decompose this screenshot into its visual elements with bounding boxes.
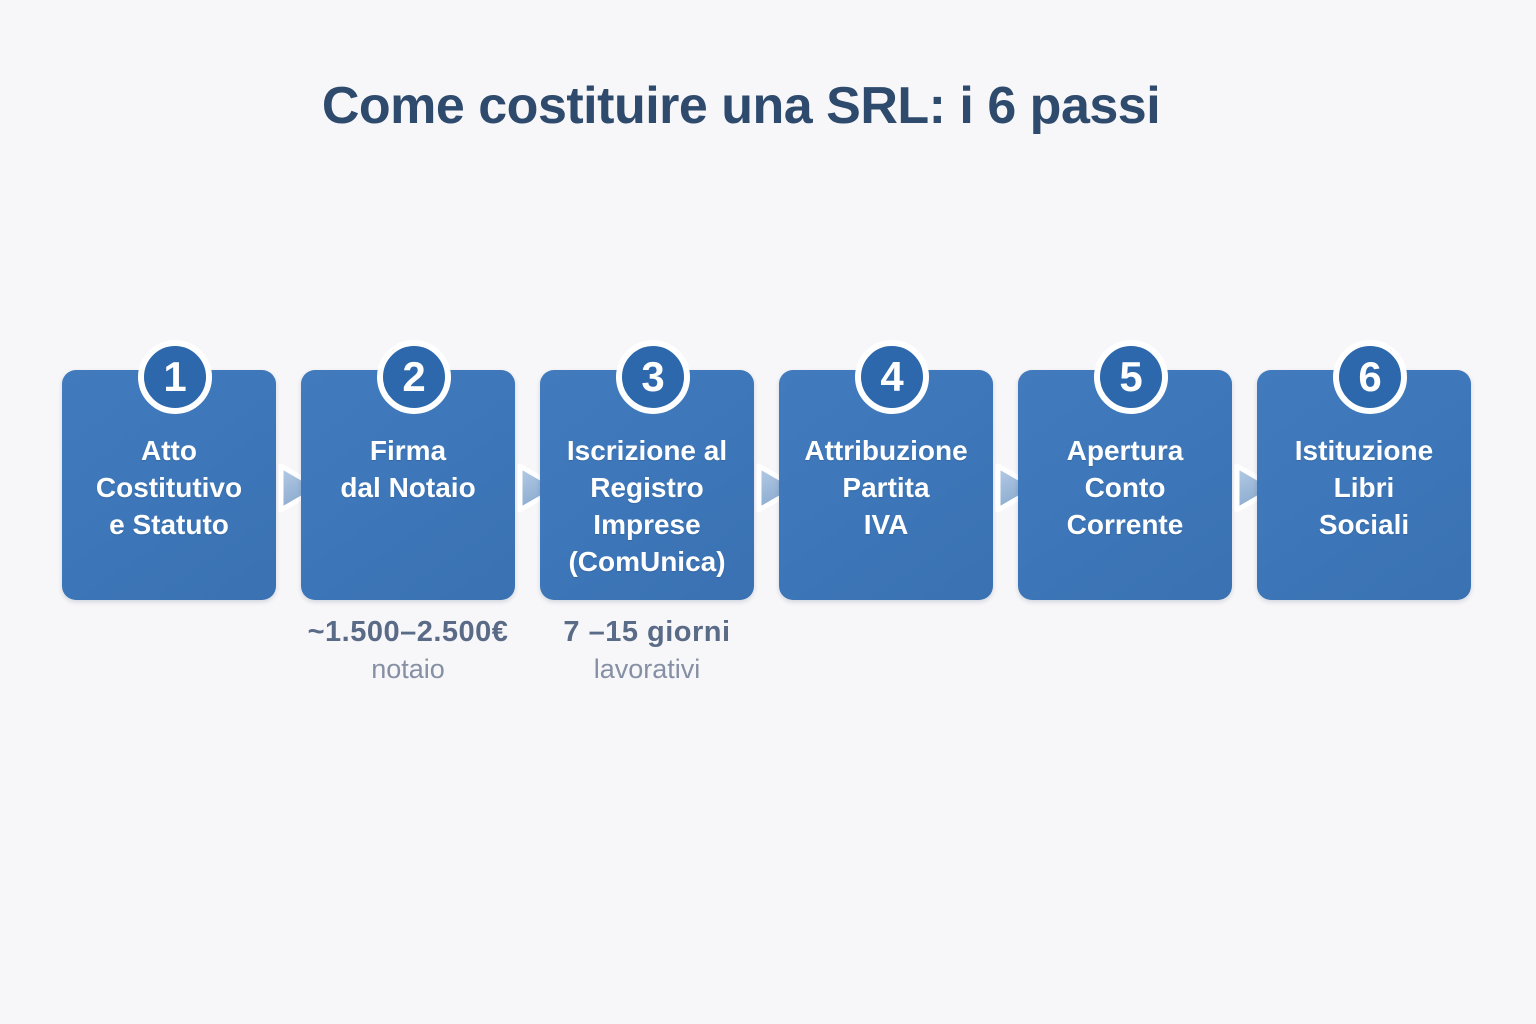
step-number-6: 6	[1358, 353, 1382, 400]
arrow-right-icon	[278, 463, 322, 513]
note-registration-time-value: 7 –15 giorni	[563, 616, 731, 648]
step-label-5: Apertura Conto Corrente	[1066, 435, 1184, 540]
step-number-4: 4	[880, 353, 904, 400]
step-label-1: Atto Costitutivo e Statuto	[95, 435, 243, 540]
step-number-badge-5: 5	[1094, 340, 1168, 414]
step-box-3: Iscrizione al Registro Imprese (ComUnica…	[540, 370, 754, 600]
step-label-2: Firma dal Notaio	[340, 435, 476, 503]
step-number-badge-2: 2	[377, 340, 451, 414]
step-number-2: 2	[402, 353, 426, 400]
step-number-badge-1: 1	[138, 340, 212, 414]
arrow-right-icon	[1234, 463, 1278, 513]
arrow-right-icon	[756, 463, 800, 513]
page-title: Come costituire una SRL: i 6 passi	[321, 77, 1161, 135]
step-box-4: Attribuzione Partita IVA	[779, 370, 993, 600]
note-notary-cost-label: notaio	[371, 654, 445, 684]
step-number-1: 1	[163, 353, 187, 400]
step-number-3: 3	[641, 353, 665, 400]
note-registration-time: 7 –15 giorni lavorativi	[487, 616, 807, 685]
step-number-5: 5	[1119, 353, 1143, 400]
arrow-right-icon	[995, 463, 1039, 513]
note-registration-time-label: lavorativi	[593, 654, 701, 684]
step-label-6: Istituzione Libri Sociali	[1294, 435, 1434, 540]
step-number-badge-6: 6	[1333, 340, 1407, 414]
step-label-4: Attribuzione Partita IVA	[804, 435, 968, 540]
step-number-badge-4: 4	[855, 340, 929, 414]
note-notary-cost-value: ~1.500–2.500€	[307, 616, 509, 648]
arrow-right-icon	[517, 463, 561, 513]
step-label-3: Iscrizione al Registro Imprese (ComUnica…	[566, 435, 728, 577]
step-number-badge-3: 3	[616, 340, 690, 414]
note-notary-cost: ~1.500–2.500€ notaio	[248, 616, 568, 685]
